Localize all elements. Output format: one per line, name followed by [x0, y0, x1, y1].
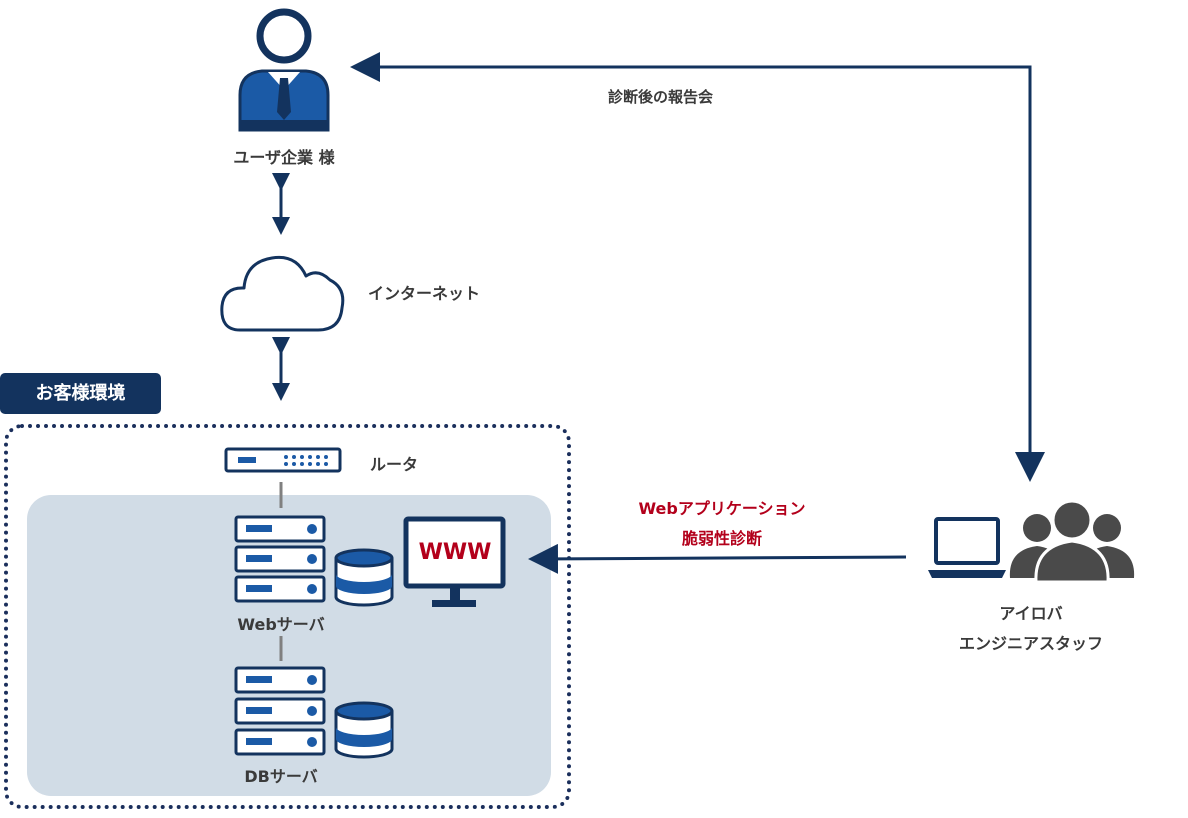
- staff-label-line1: アイロバ: [999, 604, 1063, 623]
- businessman-icon: [238, 8, 330, 132]
- web-server-label: Webサーバ: [237, 615, 325, 634]
- www-label: WWW: [418, 540, 492, 565]
- laptop-icon: [928, 517, 1006, 578]
- customer-environment-boundary: [4, 424, 571, 809]
- web-database-icon: [334, 548, 394, 607]
- db-server-label: DBサーバ: [244, 767, 318, 786]
- user-company-label: ユーザ企業 様: [233, 148, 335, 167]
- report-connector-arrow: [350, 52, 1045, 482]
- diagnosis-label-line1: Webアプリケーション: [638, 499, 806, 518]
- cloud-icon: [220, 255, 345, 332]
- db-server-rack-icon: [234, 666, 326, 756]
- internet-label: インターネット: [368, 284, 481, 303]
- report-meeting-label: 診断後の報告会: [608, 88, 714, 106]
- monitor-icon: [403, 516, 506, 607]
- diagnosis-arrow: [528, 543, 907, 574]
- db-database-icon: [334, 701, 394, 759]
- people-group-icon: [1009, 499, 1135, 584]
- diagnosis-label-line2: 脆弱性診断: [681, 529, 763, 548]
- staff-label-line2: エンジニアスタッフ: [958, 634, 1104, 653]
- customer-environment-tag: お客様環境: [0, 373, 161, 414]
- web-server-rack-icon: [234, 515, 326, 603]
- router-icon: [224, 447, 342, 473]
- router-label: ルータ: [370, 455, 419, 474]
